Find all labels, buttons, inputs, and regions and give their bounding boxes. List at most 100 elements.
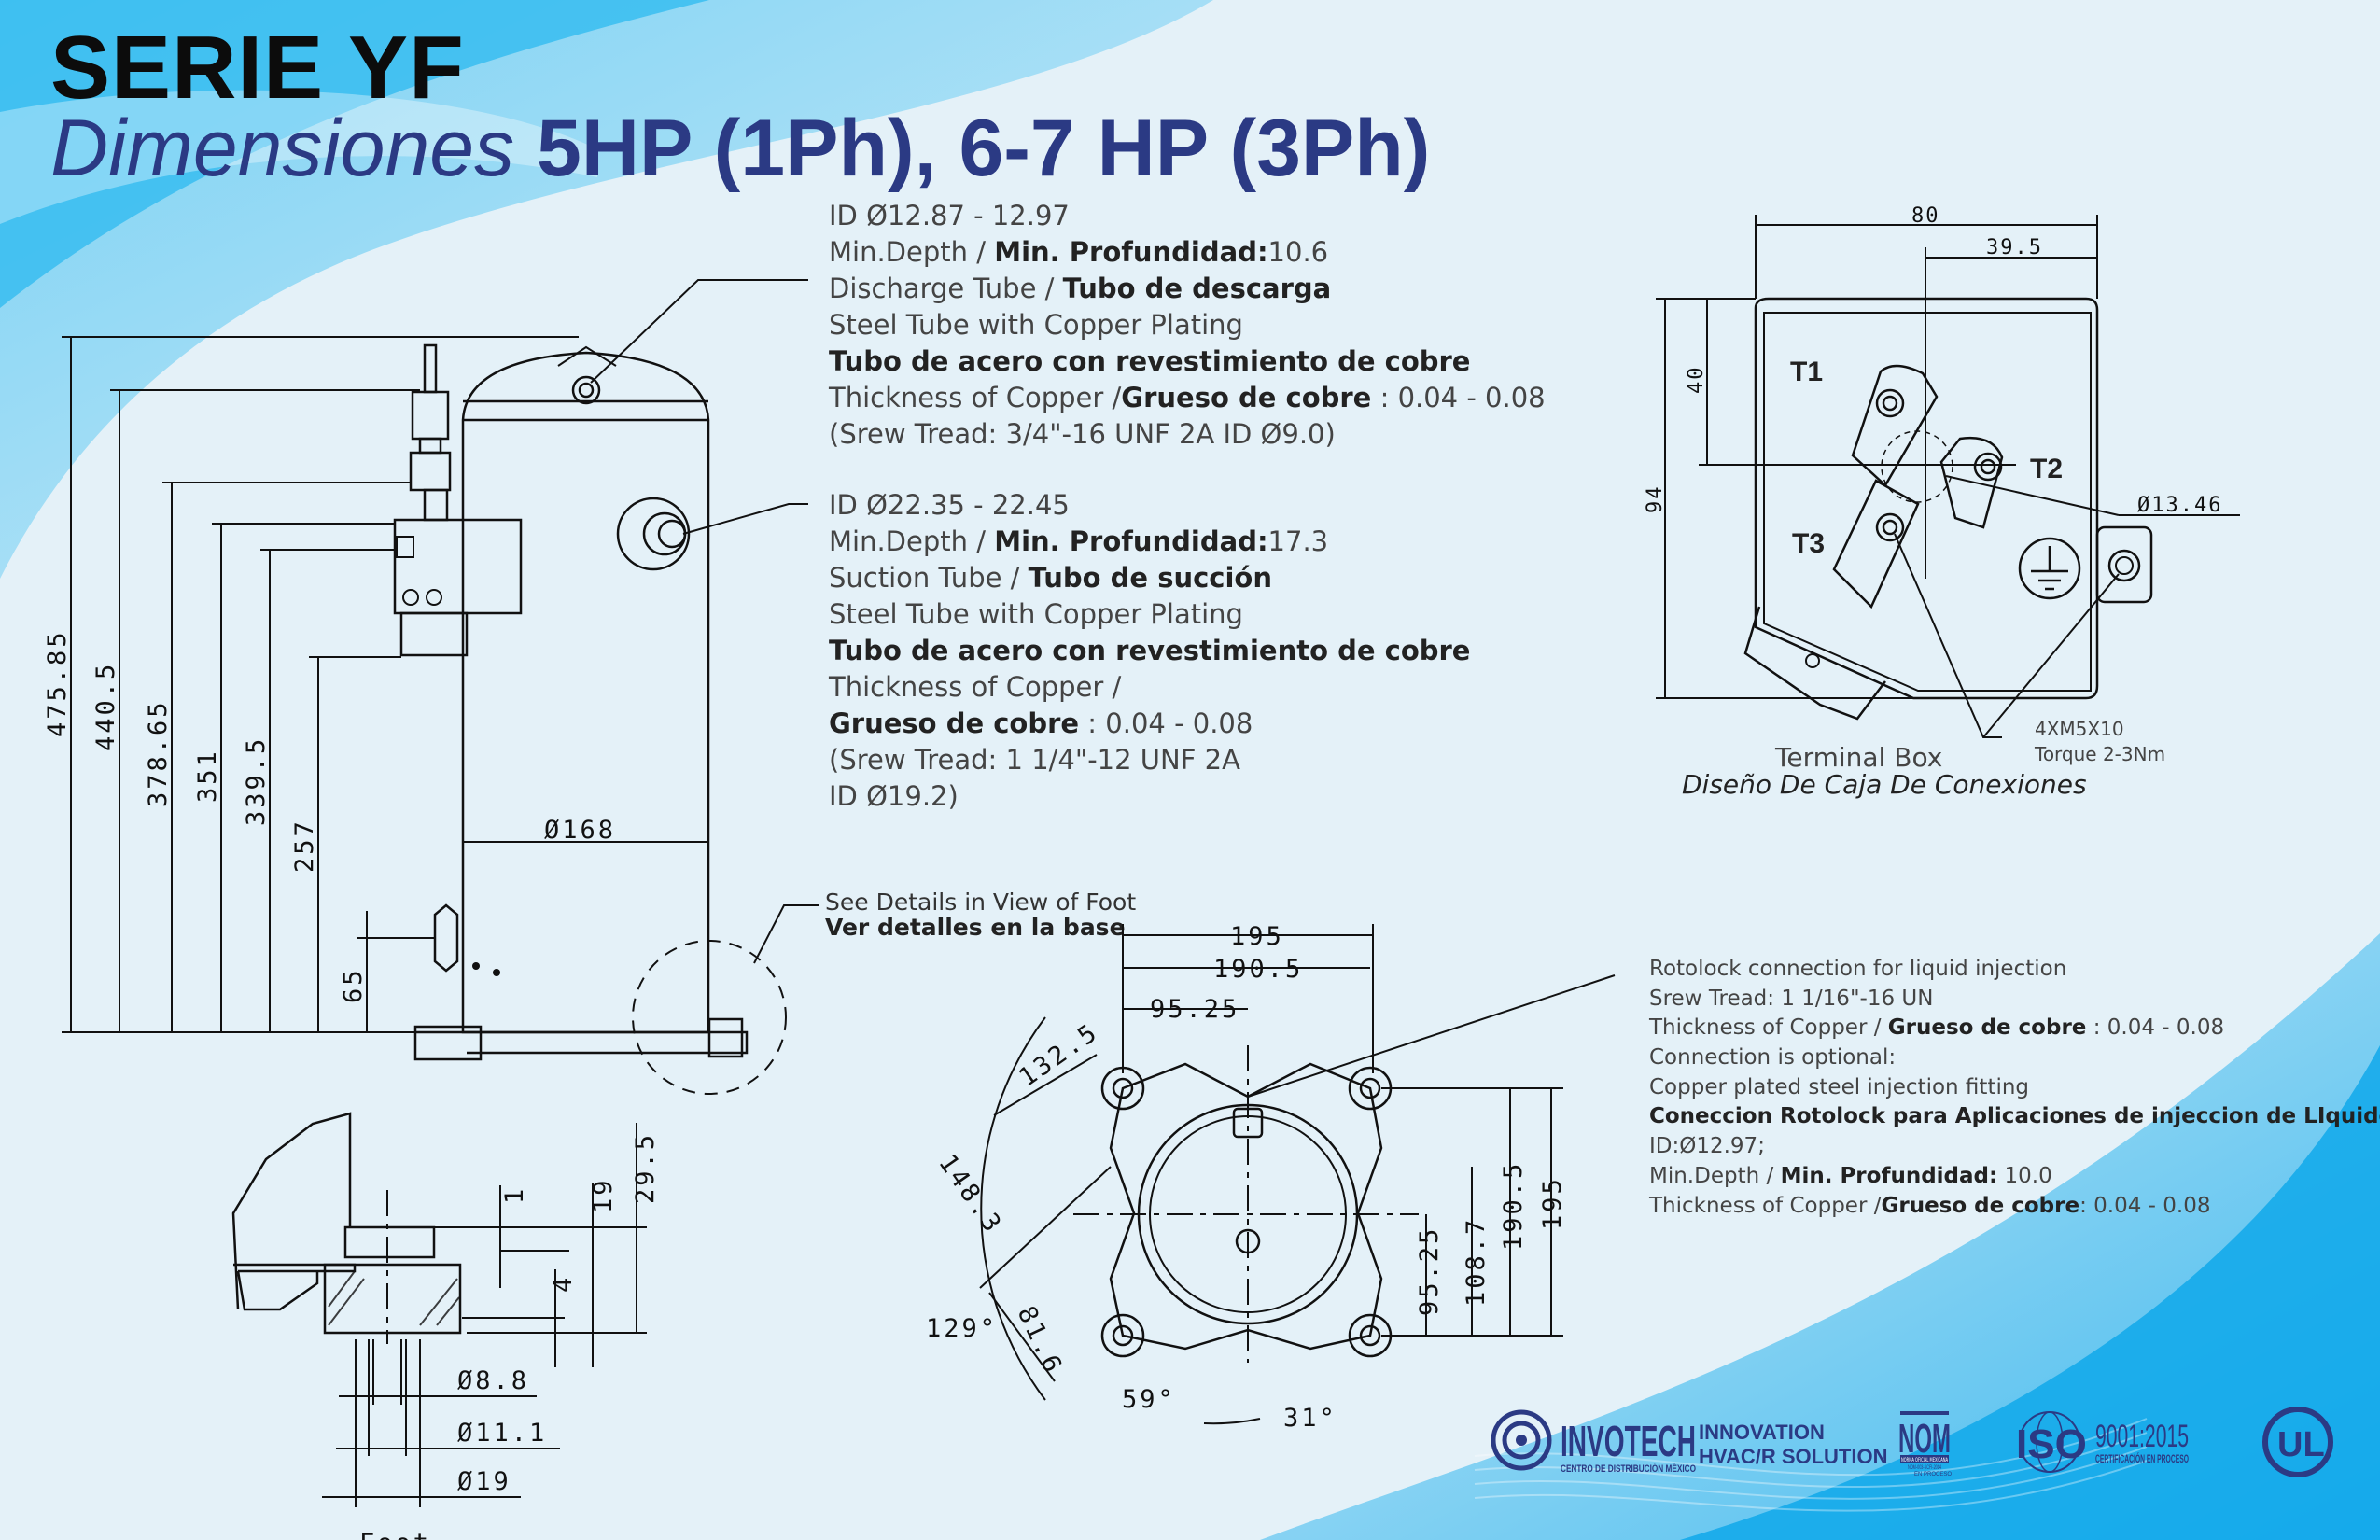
spec-text: Min.Depth / xyxy=(1649,1163,1781,1188)
tagline-innovation: INNOVATION xyxy=(1699,1421,1825,1444)
discharge-line: ID Ø12.87 - 12.97 xyxy=(829,198,1546,234)
dim-angle-59: 59° xyxy=(1122,1385,1176,1414)
ul-logo: UL xyxy=(2262,1407,2333,1477)
foot-note-en: See Details in View of Foot xyxy=(825,889,1137,916)
spec-value: : 0.04 - 0.08 xyxy=(2079,1193,2211,1218)
spec-label-es: Tubo de succión xyxy=(1028,562,1272,594)
spec-label-es: Coneccion Rotolock para Aplicaciones de … xyxy=(1649,1104,2380,1129)
suction-line: Grueso de cobre : 0.04 - 0.08 xyxy=(829,706,1470,742)
spec-text: Thickness of Copper / xyxy=(829,382,1122,413)
spec-text: ID Ø19.2) xyxy=(829,780,959,812)
terminal-t1-label: T1 xyxy=(1790,357,1823,387)
page-title: SERIE YF xyxy=(50,18,465,118)
dim-diameter-19: Ø19 xyxy=(457,1467,511,1496)
iso-logo: ISO 9001:2015 CERTIFICACIÓN EN PROCESO xyxy=(2016,1411,2189,1473)
dim-29-5: 29.5 xyxy=(631,1132,660,1204)
foot-caption: Foot xyxy=(359,1529,431,1540)
iso-number: 9001:2015 xyxy=(2095,1419,2189,1454)
torque-label: Torque 2-3Nm xyxy=(2034,743,2165,765)
suction-line: Thickness of Copper / xyxy=(829,669,1470,706)
terminal-box-view: 80 39.5 94 40 Ø13.46 T1 T2 T3 4XM5X10 To… xyxy=(1644,204,2240,765)
screws-label: 4XM5X10 xyxy=(2035,718,2124,740)
spec-label-es: Grueso de cobre xyxy=(1121,382,1372,413)
dim-65: 65 xyxy=(339,967,368,1003)
spec-text: Srew Tread: 1 1/16"-16 UN xyxy=(1649,986,1934,1011)
suction-line: Suction Tube / Tubo de succión xyxy=(829,560,1470,596)
dim-diameter-8-8: Ø8.8 xyxy=(457,1366,529,1395)
discharge-line: Min.Depth / Min. Profundidad:10.6 xyxy=(829,234,1546,271)
compressor-bottom-view: 195 190.5 95.25 195 190.5 108.7 95.25 13… xyxy=(926,922,1616,1433)
rotolock-line: Thickness of Copper /Grueso de cobre: 0.… xyxy=(1649,1192,2380,1222)
dim-132-5: 132.5 xyxy=(1014,1017,1104,1093)
dim-bottom-v195: 195 xyxy=(1538,1176,1567,1230)
spec-label-es: Min. Profundidad: xyxy=(1780,1163,1998,1188)
dim-tb-39-5: 39.5 xyxy=(1986,236,2043,259)
dim-148-3: 148.3 xyxy=(932,1149,1008,1239)
terminal-box-title: Terminal Box xyxy=(1775,742,1943,773)
spec-text: Steel Tube with Copper Plating xyxy=(829,598,1243,630)
discharge-line: Tubo de acero con revestimiento de cobre xyxy=(829,343,1546,380)
spec-label-es: Min. Profundidad: xyxy=(994,525,1268,557)
dim-angle-31: 31° xyxy=(1283,1404,1337,1433)
nom-code: NOM-003-SCFI-2014 xyxy=(1908,1465,1941,1471)
dim-bottom-v108-7: 108.7 xyxy=(1462,1217,1491,1307)
spec-text: ID Ø12.87 - 12.97 xyxy=(829,200,1070,231)
spec-text: Connection is optional: xyxy=(1649,1045,1897,1071)
spec-label-es: Tubo de descarga xyxy=(1062,273,1332,304)
spec-value: 17.3 xyxy=(1267,525,1329,557)
dim-339-5: 339.5 xyxy=(242,736,271,826)
dim-351: 351 xyxy=(193,749,222,803)
suction-line: Min.Depth / Min. Profundidad:17.3 xyxy=(829,524,1470,560)
foot-note-es: Ver detalles en la base xyxy=(825,914,1126,941)
discharge-line: Steel Tube with Copper Plating xyxy=(829,307,1546,343)
foot-detail-view: Ø8.8 Ø11.1 Ø19 1 4 19 29.5 Foot xyxy=(231,1112,660,1540)
dim-angle-129: 129° xyxy=(926,1314,998,1343)
spec-label-es: Tubo de acero con revestimiento de cobre xyxy=(829,345,1471,377)
dim-475-85: 475.85 xyxy=(43,629,72,737)
spec-value: : 0.04 - 0.08 xyxy=(2086,1015,2225,1041)
dim-bottom-v95-25: 95.25 xyxy=(1415,1226,1444,1316)
dim-tb-diameter: Ø13.46 xyxy=(2137,494,2222,517)
footer-logos: INVOTECH CENTRO DE DISTRIBUCIÓN MÉXICO I… xyxy=(1491,1407,2333,1477)
spec-text: Steel Tube with Copper Plating xyxy=(829,309,1243,341)
spec-text: Thickness of Copper / xyxy=(1649,1015,1888,1041)
rotolock-line: Min.Depth / Min. Profundidad: 10.0 xyxy=(1649,1162,2380,1192)
rotolock-line: ID:Ø12.97; xyxy=(1649,1132,2380,1162)
subtitle-italic: Dimensiones xyxy=(50,104,515,193)
spec-value: 10.0 xyxy=(1997,1163,2052,1188)
dim-81-6: 81.6 xyxy=(1012,1302,1069,1379)
terminal-t2-label: T2 xyxy=(2030,454,2063,484)
nom-status: EN PROCESO xyxy=(1914,1472,1952,1477)
rotolock-line: Thickness of Copper / Grueso de cobre : … xyxy=(1649,1014,2380,1043)
spec-text: ID:Ø12.97; xyxy=(1649,1134,1765,1159)
dim-1: 1 xyxy=(500,1186,529,1204)
dim-19: 19 xyxy=(589,1177,618,1213)
rotolock-line: Connection is optional: xyxy=(1649,1043,2380,1073)
dim-4: 4 xyxy=(549,1275,578,1293)
rotolock-line: Coneccion Rotolock para Aplicaciones de … xyxy=(1649,1102,2380,1132)
terminal-box-title-es: Diseño De Caja De Conexiones xyxy=(1682,769,2087,800)
rotolock-spec: Rotolock connection for liquid injection… xyxy=(1649,955,2380,1221)
discharge-line: Thickness of Copper /Grueso de cobre : 0… xyxy=(829,380,1546,416)
spec-label-es: Grueso de cobre xyxy=(829,707,1080,739)
spec-text: Rotolock connection for liquid injection xyxy=(1649,957,2067,981)
discharge-line: Discharge Tube / Tubo de descarga xyxy=(829,271,1546,307)
ul-mark: UL xyxy=(2277,1425,2325,1464)
rotolock-line: Rotolock connection for liquid injection xyxy=(1649,955,2380,985)
dim-tb-94: 94 xyxy=(1644,485,1667,514)
spec-text: (Srew Tread: 1 1/4"-12 UNF 2A xyxy=(829,744,1240,776)
spec-text: Copper plated steel injection fitting xyxy=(1649,1074,2030,1099)
dim-diameter-168: Ø168 xyxy=(544,816,616,845)
invotech-subtitle: CENTRO DE DISTRIBUCIÓN MÉXICO xyxy=(1561,1463,1696,1475)
terminal-t3-label: T3 xyxy=(1792,528,1825,559)
dim-bottom-v190-5: 190.5 xyxy=(1499,1161,1528,1251)
subtitle-bold: 5HP (1Ph), 6-7 HP (3Ph) xyxy=(537,104,1431,193)
spec-text: Suction Tube / xyxy=(829,562,1029,594)
dim-diameter-11-1: Ø11.1 xyxy=(457,1419,547,1448)
nom-subtitle: NORMA OFICIAL MEXICANA xyxy=(1901,1457,1949,1463)
invotech-wordmark: INVOTECH xyxy=(1561,1417,1696,1465)
spec-value: : 0.04 - 0.08 xyxy=(1079,707,1253,739)
spec-text: Thickness of Copper / xyxy=(829,671,1122,703)
discharge-line: (Srew Tread: 3/4"-16 UNF 2A ID Ø9.0) xyxy=(829,416,1546,453)
